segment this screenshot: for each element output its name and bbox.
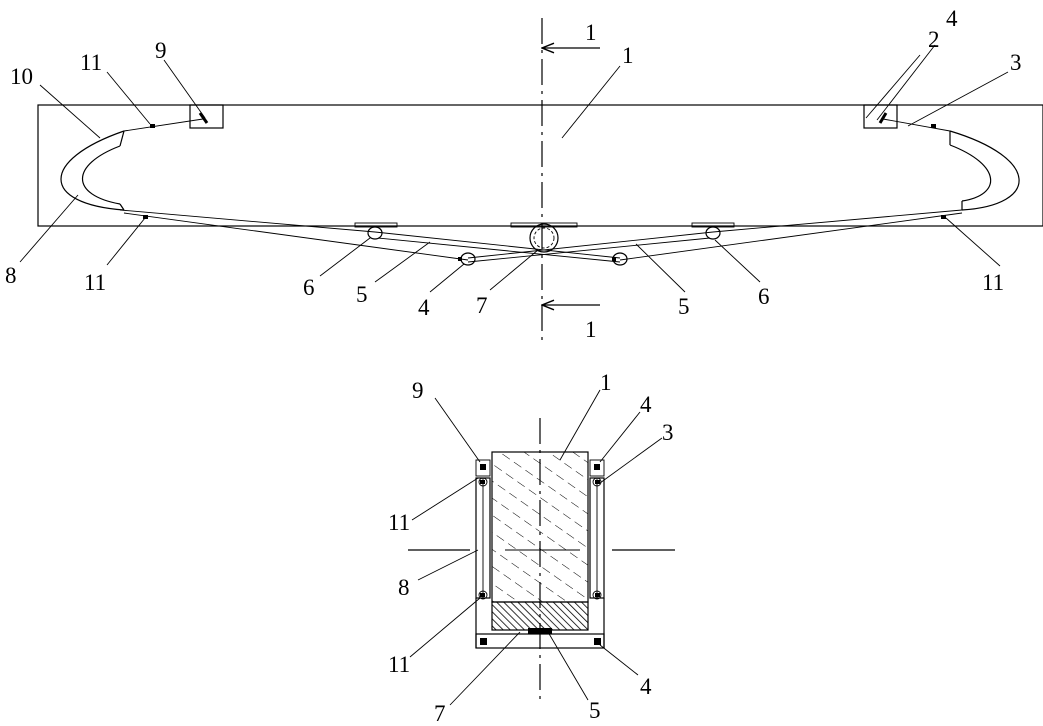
section-label-5: 5 [589,698,601,723]
section-label-7: 7 [434,701,446,726]
concrete-section [491,451,589,603]
leaders-section [409,389,663,706]
label-5-right: 5 [678,294,690,319]
section-label-top: 1 [585,20,597,45]
section-label-3: 3 [662,420,674,445]
steel-plate-section [491,601,589,631]
label-5-left: 5 [356,282,368,307]
section-label-4-top: 4 [640,392,652,417]
label-7: 7 [476,293,488,318]
right-curved-sleeve [949,130,1020,211]
label-6-left: 6 [303,275,315,300]
section-view: 9 1 4 3 11 8 11 7 5 4 [388,370,675,726]
beam-body [37,104,1043,227]
central-deviator [529,223,559,253]
label-3: 3 [1010,50,1022,75]
label-11-top-left: 11 [80,50,102,75]
clamp-bottom-left [143,215,148,219]
label-4-top: 4 [946,6,958,31]
section-label-1: 1 [600,370,612,395]
label-6-right: 6 [758,284,770,309]
label-11-right: 11 [982,270,1004,295]
clamp-top-right [931,124,936,128]
label-2: 2 [928,27,940,52]
section-mark-bottom: 1 [542,305,600,342]
label-1: 1 [622,43,634,68]
anchor-box-left [189,104,224,129]
label-11-bottom-left: 11 [84,270,106,295]
leaders-top-view [19,44,1009,293]
left-curved-sleeve [60,130,125,211]
anchor-right-pin [878,112,888,124]
label-10: 10 [10,64,33,89]
anchor-box-right [863,104,898,129]
label-9: 9 [155,38,167,63]
cables [119,118,963,263]
pulley-right-upper [705,226,721,240]
pulley-left-upper [367,226,383,240]
label-4-bottom: 4 [418,295,430,320]
section-label-9: 9 [412,378,424,403]
section-label-bottom: 1 [585,317,597,342]
section-label-11-lower: 11 [388,652,410,677]
section-label-4-bottom: 4 [640,674,652,699]
clamp-bottom-right [941,215,946,219]
section-label-11-upper: 11 [388,510,410,535]
label-8: 8 [5,263,17,288]
section-mark-top: 1 [542,20,600,48]
clamp-top-left [150,124,155,128]
pad-centre [510,222,578,228]
section-label-8: 8 [398,575,410,600]
anchor-left-pin [198,112,209,124]
top-view: 1 1 [5,6,1043,345]
